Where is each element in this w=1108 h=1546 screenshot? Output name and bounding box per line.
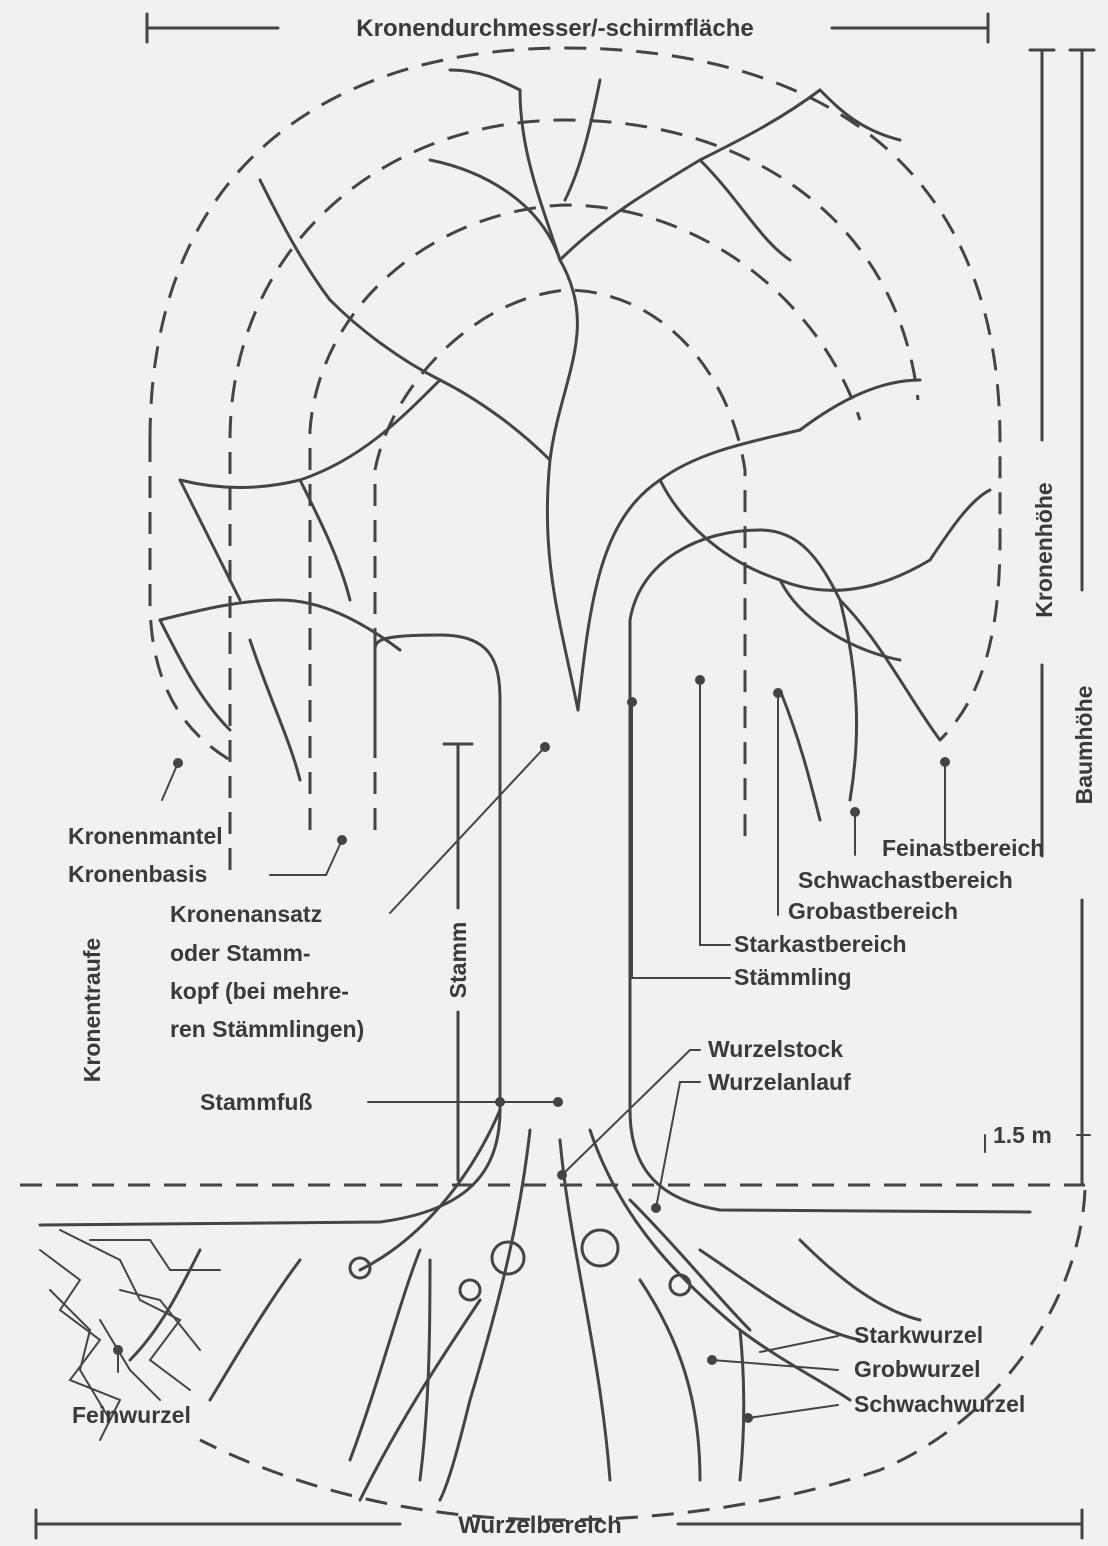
root-zone-envelope bbox=[200, 1190, 1085, 1520]
label-height-marker: 1.5 m bbox=[993, 1122, 1052, 1148]
label-coarse-root: Grobwurzel bbox=[854, 1356, 981, 1382]
label-root-stock: Wurzelstock bbox=[708, 1036, 843, 1062]
label-weak-root: Schwachwurzel bbox=[854, 1391, 1025, 1417]
label-trunk-foot: Stammfuß bbox=[200, 1089, 312, 1115]
label-crown-mantle: Kronenmantel bbox=[68, 823, 223, 849]
label-stem: Stämmling bbox=[734, 964, 852, 990]
label-fine-root: Feinwurzel bbox=[72, 1402, 191, 1428]
label-coarse-branch: Grobastbereich bbox=[788, 898, 958, 924]
label-crown-attach-4: ren Stämmlingen) bbox=[170, 1016, 364, 1042]
label-tree-height: Baumhöhe bbox=[1071, 686, 1097, 805]
label-root-flare: Wurzelanlauf bbox=[708, 1069, 851, 1095]
tree-height-dimension bbox=[1070, 50, 1094, 1185]
leader-lines bbox=[113, 675, 1090, 1423]
label-crown-diameter: Kronendurchmesser/-schirmfläche bbox=[356, 15, 753, 42]
crown-envelopes bbox=[150, 48, 1000, 870]
label-crown-drip: Kronentraufe bbox=[79, 938, 105, 1082]
label-crown-base: Kronenbasis bbox=[68, 861, 207, 887]
label-crown-attach-2: oder Stamm- bbox=[170, 940, 311, 966]
label-crown-attach-3: kopf (bei mehre- bbox=[170, 978, 349, 1004]
crown-branches bbox=[160, 70, 990, 820]
label-weak-branch: Schwachastbereich bbox=[798, 867, 1013, 893]
crown-height-dimension bbox=[1030, 50, 1054, 856]
label-root-zone: Wurzelbereich bbox=[458, 1512, 622, 1539]
label-strong-root: Starkwurzel bbox=[854, 1322, 983, 1348]
label-strong-branch: Starkastbereich bbox=[734, 931, 907, 957]
label-fine-branch: Feinastbereich bbox=[882, 835, 1044, 861]
label-trunk: Stamm bbox=[445, 922, 471, 999]
label-crown-height: Kronenhöhe bbox=[1031, 482, 1057, 617]
roots bbox=[130, 1110, 920, 1500]
label-crown-attach-1: Kronenansatz bbox=[170, 901, 322, 927]
